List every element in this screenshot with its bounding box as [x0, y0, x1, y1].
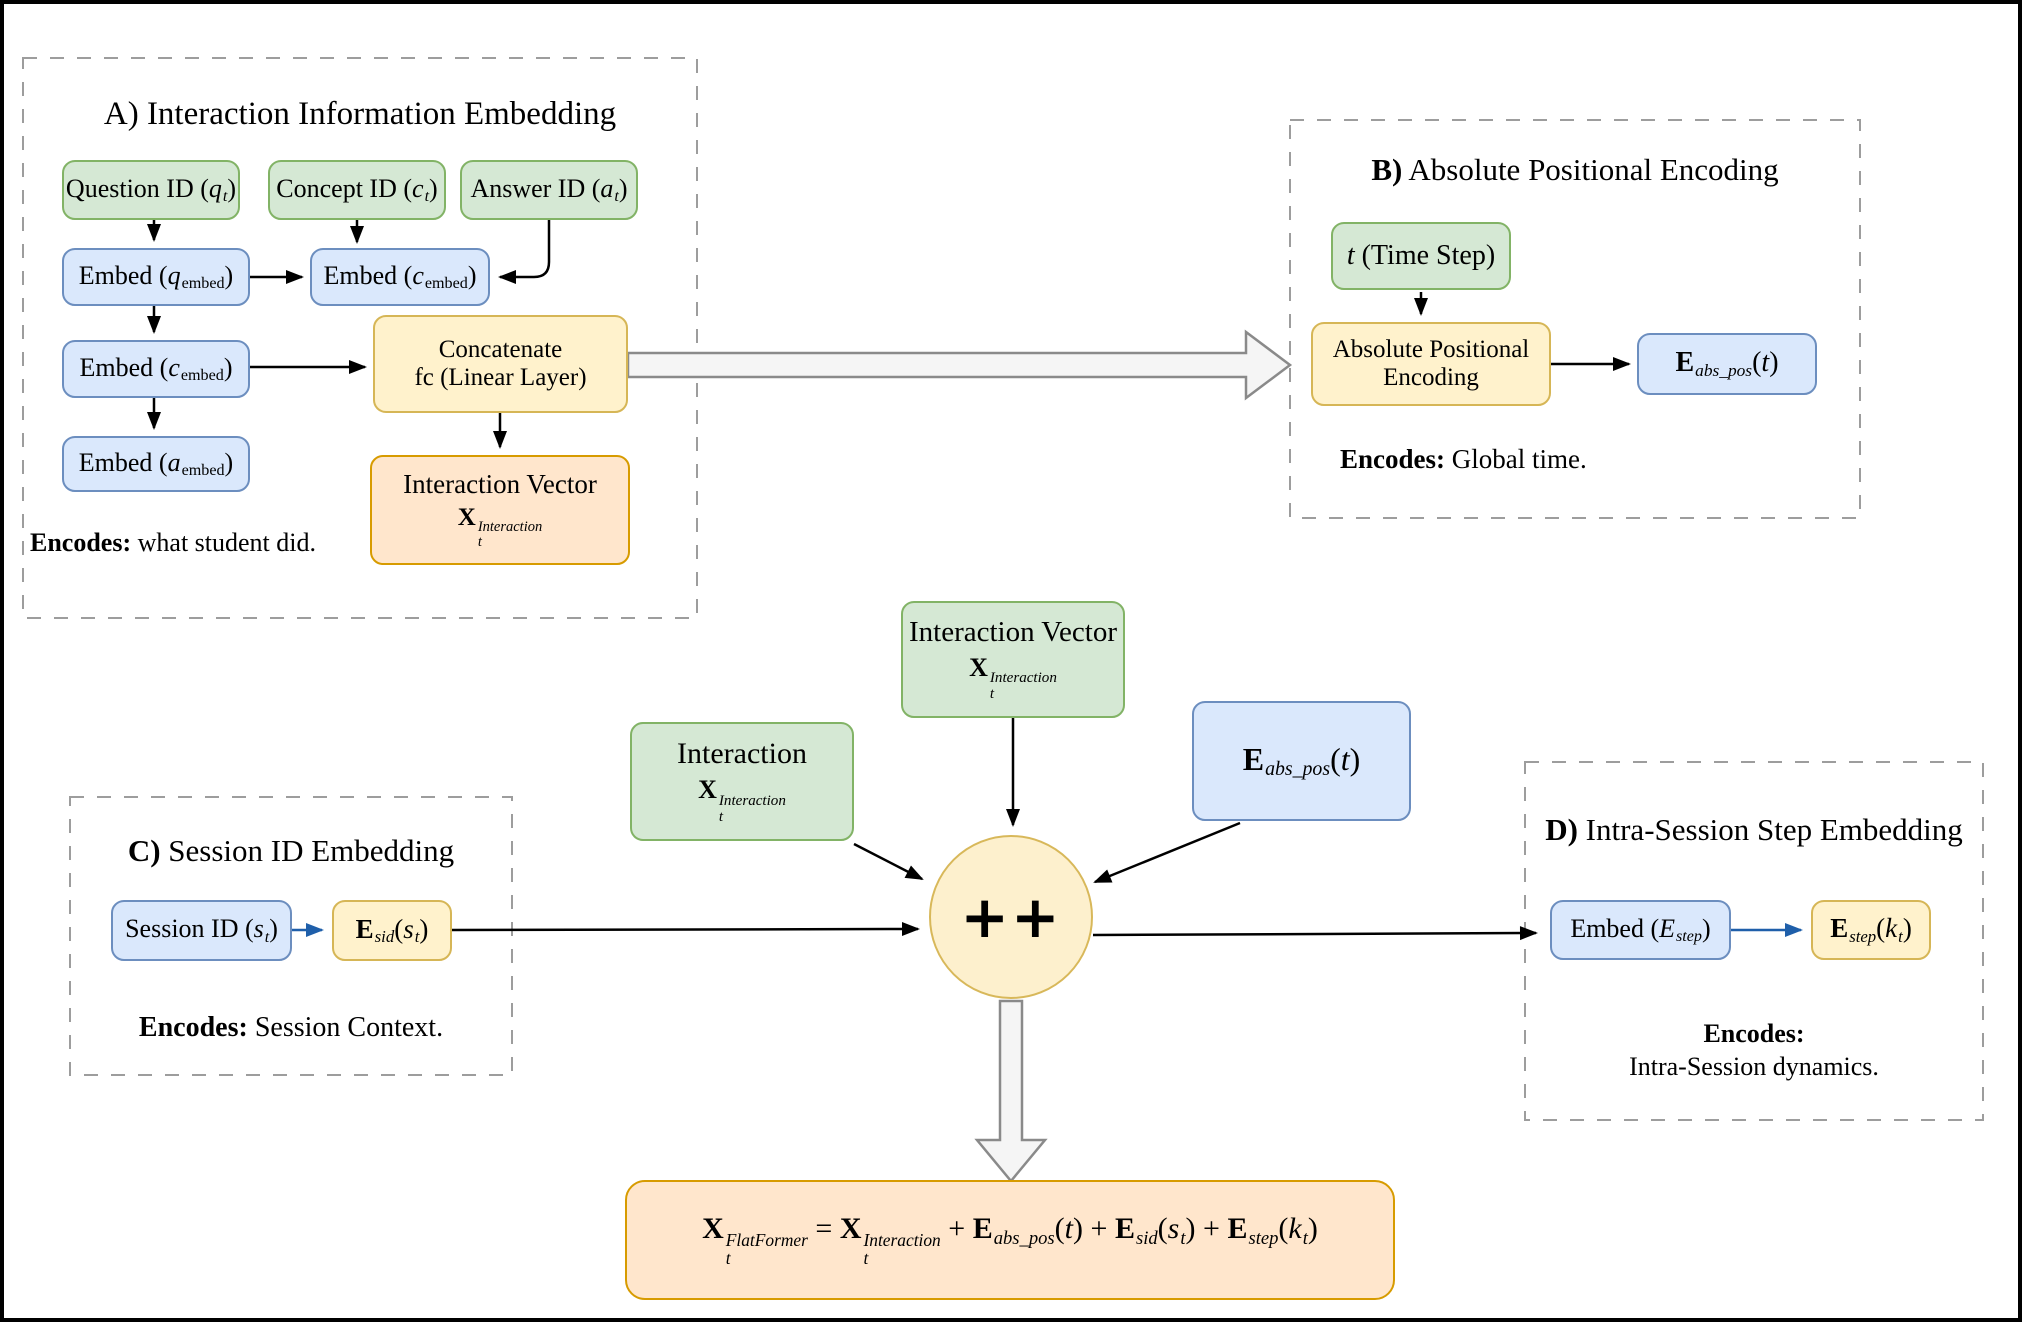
panel-b-border: [1289, 119, 1861, 519]
embed-estep-box: Embed (Estep): [1550, 900, 1731, 960]
arrow-merge-to-paneld: [1092, 926, 1538, 941]
hollow-arrow-merge-to-formula: [974, 999, 1048, 1183]
panel-c-title: C) Session ID Embedding: [127, 833, 455, 868]
arrow-answer-to-embedc: [498, 220, 551, 284]
esid-box: Esid(st): [332, 900, 452, 961]
concept-id-box: Concept ID (ct): [268, 160, 446, 220]
panel-d-border: [1524, 761, 1984, 1121]
arrow-eabs-to-merge: [1093, 821, 1241, 884]
arrow-esid-to-merge: [451, 922, 920, 937]
question-id-box: Question ID (qt): [62, 160, 240, 220]
embed-q-box: Embed (qembed): [62, 248, 250, 306]
panel-d-title: D) Intra-Session Step Embedding: [1545, 812, 1963, 847]
panel-b-title: B) Absolute Positional Encoding: [1371, 152, 1779, 187]
panel-b-encodes: Encodes: Global time.: [1340, 444, 1587, 474]
merge-plus-symbol: ++: [960, 882, 1062, 951]
time-step-box: t (Time Step): [1331, 222, 1511, 290]
estep-box: Estep(kt): [1811, 900, 1931, 960]
panel-a-border: [22, 57, 698, 619]
answer-id-box: Answer ID (at): [460, 160, 638, 220]
eabs-pos-box: Eabs_pos(t): [1637, 333, 1817, 395]
panel-d-encodes: Encodes: Intra-Session dynamics.: [1629, 1019, 1879, 1081]
embed-c2-box: Embed (cembed): [62, 340, 250, 398]
embed-c-box: Embed (cembed): [310, 248, 490, 306]
embed-a-box: Embed (aembed): [62, 436, 250, 492]
arrow-interaction-to-merge: [853, 842, 924, 881]
panel-a-encodes: Encodes: what student did.: [30, 528, 316, 557]
session-id-box: Session ID (st): [111, 900, 292, 961]
merge-node: ++: [929, 835, 1093, 999]
hollow-arrow-a-to-b: [626, 329, 1293, 401]
panel-a-title: A) Interaction Information Embedding: [103, 96, 617, 132]
panel-c-encodes: Encodes: Session Context.: [138, 1012, 444, 1043]
absolute-positional-encoding-box: Absolute Positional Encoding: [1311, 322, 1551, 406]
panel-c-border: [69, 796, 513, 1076]
eabs-pos-input-box: Eabs_pos(t): [1192, 701, 1411, 821]
concatenate-box: Concatenate fc (Linear Layer): [373, 315, 628, 413]
